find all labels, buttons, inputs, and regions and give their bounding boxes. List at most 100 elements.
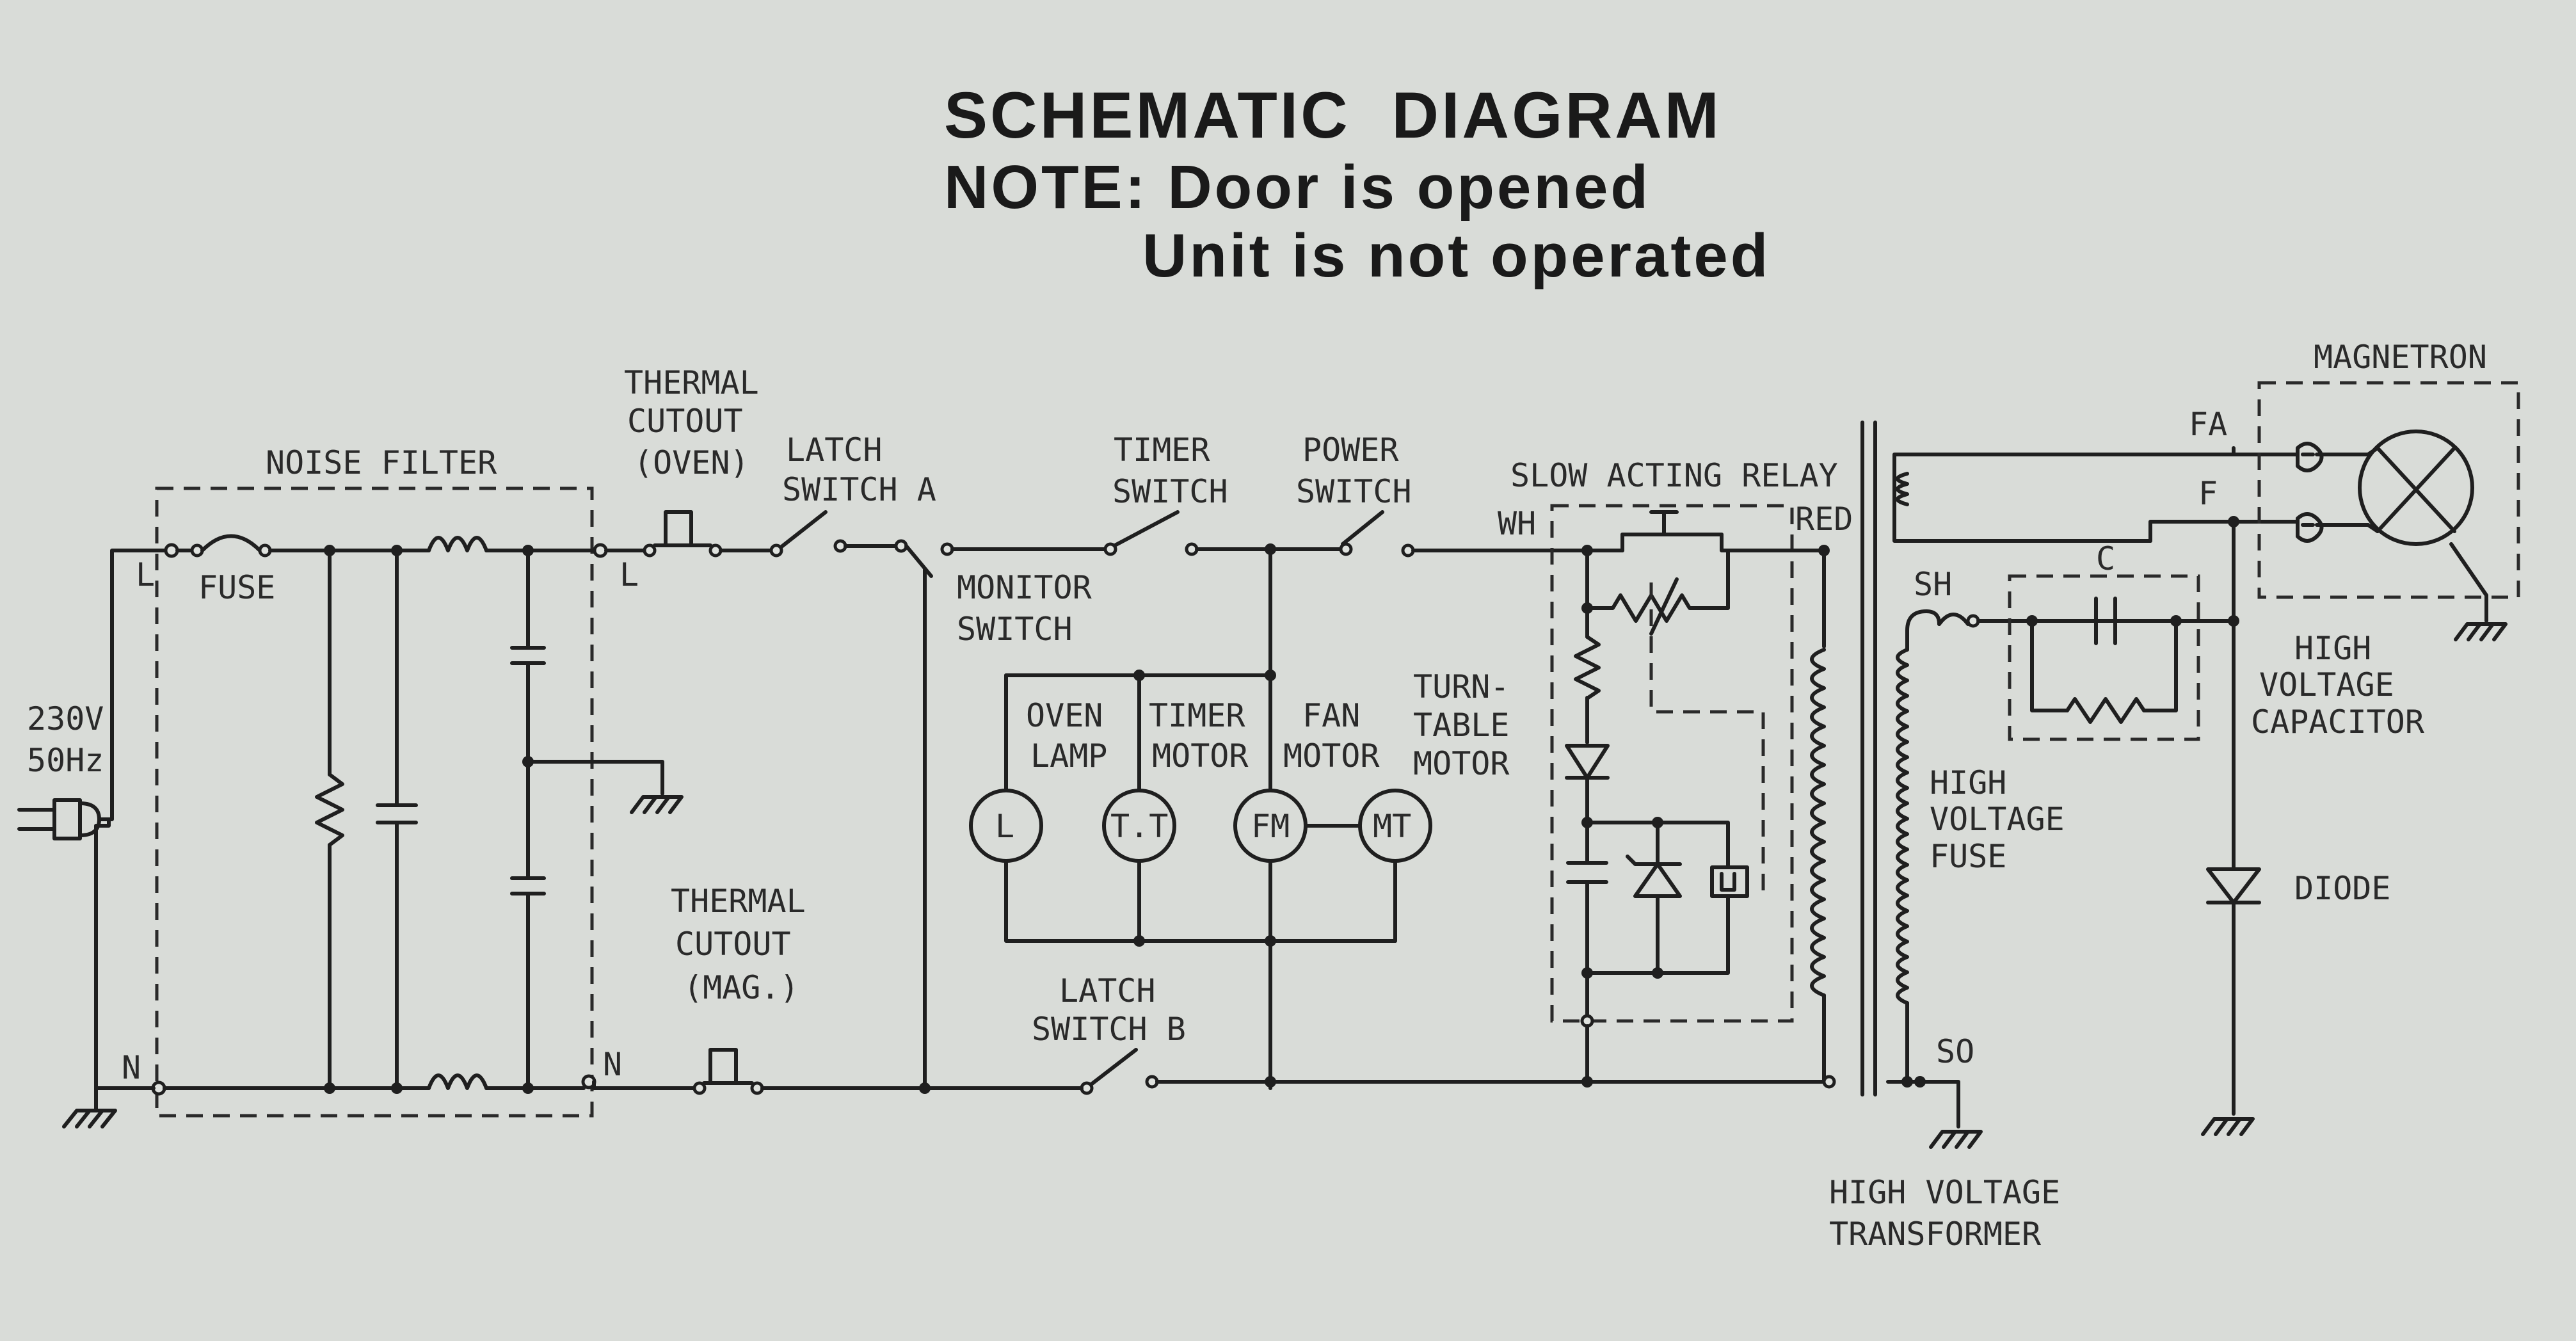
l-terminal-in-label: L — [136, 556, 155, 593]
svg-text:T.T: T.T — [1110, 808, 1168, 845]
monitor-switch-icon — [894, 539, 933, 1090]
oven-lamp-label-1: OVEN — [1026, 697, 1103, 734]
latch-switch-a-icon — [769, 510, 847, 558]
hv-fuse-icon — [1937, 613, 1980, 628]
relay-diode-icon — [1565, 744, 1610, 780]
wh-label: WH — [1498, 505, 1536, 542]
hv-capacitor-label-3: CAPACITOR — [2251, 703, 2425, 741]
hv-fuse-label-3: FUSE — [1930, 838, 2006, 875]
power-switch-label-2: SWITCH — [1296, 473, 1412, 510]
thermal-cutout-mag-icon — [692, 1048, 764, 1095]
latch-switch-b-icon — [1080, 1048, 1159, 1095]
relay-resistor-icon — [1574, 635, 1601, 700]
fuse-icon — [190, 534, 272, 558]
fan-motor-label-2: MOTOR — [1283, 737, 1380, 775]
ground-icon-plug — [62, 1109, 117, 1128]
power-switch-label-1: POWER — [1302, 431, 1399, 469]
hv-diode-icon — [2206, 867, 2261, 904]
relay-coil-icon — [1710, 865, 1749, 898]
inductor-l-icon — [427, 536, 488, 552]
hv-capacitor-box — [2008, 574, 2200, 741]
magnetron-label: MAGNETRON — [2314, 339, 2487, 376]
thermal-oven-label-3: (OVEN) — [634, 444, 749, 481]
timer-motor-symbol: T.T — [1102, 789, 1176, 863]
hv-capacitor-label-1: HIGH — [2294, 630, 2371, 667]
n-terminal-out-label: N — [603, 1046, 622, 1083]
oven-lamp-symbol: L — [969, 789, 1043, 863]
noise-filter-box — [155, 486, 594, 1118]
red-label: RED — [1795, 501, 1853, 538]
note-line-2: Unit is not operated — [1142, 221, 1770, 290]
transformer-secondary-coil-icon — [1896, 648, 1909, 1005]
hv-fuse-label-2: VOLTAGE — [1930, 801, 2065, 838]
transformer-primary-coil-icon — [1810, 648, 1826, 997]
timer-motor-label-1: TIMER — [1149, 697, 1245, 734]
turntable-label-2: TABLE — [1413, 707, 1510, 744]
fa-label: FA — [2189, 406, 2227, 443]
latch-b-label-1: LATCH — [1059, 972, 1156, 1009]
mains-plug-icon — [17, 798, 114, 840]
svg-text:L: L — [995, 808, 1014, 845]
svg-text:FM: FM — [1251, 808, 1290, 845]
ground-icon-filter — [630, 795, 684, 814]
power-switch-icon — [1339, 510, 1415, 558]
latch-a-label-1: LATCH — [786, 431, 883, 469]
relay-contact-icon — [1620, 510, 1826, 552]
fan-motor-symbol: FM — [1233, 789, 1308, 863]
c-label: C — [2096, 540, 2115, 577]
ground-icon-magnetron — [2454, 622, 2508, 641]
relay-thermistor-icon — [1585, 549, 1730, 636]
filter-y-capacitor-bottom-icon — [510, 876, 546, 895]
thermal-mag-label-2: CUTOUT — [675, 926, 791, 963]
hv-capacitor-icon — [2030, 597, 2178, 645]
timer-switch-label-1: TIMER — [1114, 431, 1210, 469]
voltage-label: 230V — [27, 700, 104, 737]
oven-lamp-label-2: LAMP — [1030, 737, 1107, 775]
turntable-motor-symbol: MT — [1358, 789, 1432, 863]
filter-capacitor-icon — [376, 803, 418, 824]
thermal-oven-label-2: CUTOUT — [627, 403, 743, 440]
note-line-1: NOTE: Door is opened — [944, 153, 1651, 221]
frequency-label: 50Hz — [27, 742, 104, 779]
monitor-switch-label-1: MONITOR — [957, 569, 1092, 606]
transformer-core-icon — [1860, 421, 1877, 1096]
filter-resistor-icon — [315, 773, 344, 847]
latch-b-label-2: SWITCH B — [1032, 1011, 1186, 1048]
turntable-label-1: TURN- — [1413, 668, 1510, 705]
monitor-switch-label-2: SWITCH — [957, 611, 1073, 648]
hv-fuse-label-1: HIGH — [1930, 764, 2006, 801]
magnetron-box — [2257, 381, 2520, 599]
timer-switch-label-2: SWITCH — [1112, 473, 1228, 510]
sh-label: SH — [1914, 566, 1952, 603]
bleeder-resistor-icon — [2065, 697, 2146, 724]
slow-acting-relay-label: SLOW ACTING RELAY — [1510, 457, 1838, 494]
hv-transformer-label-2: TRANSFORMER — [1829, 1216, 2042, 1253]
diagram-title: SCHEMATIC DIAGRAM — [944, 79, 1722, 152]
thermal-mag-label-1: THERMAL — [671, 883, 806, 920]
slow-acting-relay-box — [1550, 504, 1794, 1023]
noise-filter-label: NOISE FILTER — [266, 444, 497, 481]
hv-capacitor-label-2: VOLTAGE — [2259, 666, 2394, 703]
thermal-oven-label-1: THERMAL — [624, 364, 759, 401]
heater-winding-icon — [1896, 472, 1909, 506]
turntable-label-3: MOTOR — [1413, 745, 1510, 782]
fuse-label: FUSE — [198, 569, 275, 606]
inductor-n-icon — [427, 1073, 488, 1090]
hv-transformer-label-1: HIGH VOLTAGE — [1829, 1174, 2060, 1211]
diode-label: DIODE — [2294, 870, 2391, 907]
filter-y-capacitor-top-icon — [510, 646, 546, 665]
magnetron-icon — [2296, 430, 2488, 623]
f-label: F — [2198, 475, 2218, 512]
l-terminal-out-label: L — [620, 556, 639, 593]
thermal-mag-label-3: (MAG.) — [684, 969, 799, 1006]
timer-motor-label-2: MOTOR — [1152, 737, 1249, 775]
svg-text:MT: MT — [1373, 808, 1411, 845]
thermal-cutout-oven-icon — [643, 510, 723, 558]
ground-icon-diode — [2201, 1117, 2255, 1136]
timer-switch-icon — [1103, 510, 1199, 556]
relay-zener-diode-icon — [1626, 855, 1682, 898]
relay-capacitor-icon — [1566, 861, 1608, 884]
fan-motor-label-1: FAN — [1302, 697, 1360, 734]
